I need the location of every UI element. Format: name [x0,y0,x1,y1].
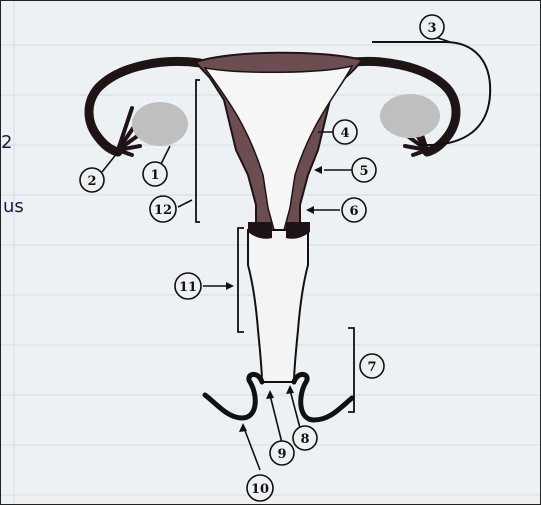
label-8: 8 [300,432,309,447]
margin-note-top: 2 [1,132,12,153]
label-1: 1 [150,168,159,183]
label-11: 11 [179,280,197,295]
label-12: 12 [154,203,172,218]
right-ovary [380,94,440,138]
label-3: 3 [427,21,436,36]
label-4: 4 [340,126,349,141]
label-10: 10 [251,482,269,497]
label-9: 9 [277,447,286,462]
label-5: 5 [359,164,368,179]
margin-note-bottom: us [3,196,24,217]
left-ovary [132,102,188,146]
label-6: 6 [349,204,358,219]
label-7: 7 [367,360,376,375]
label-2: 2 [87,174,96,189]
